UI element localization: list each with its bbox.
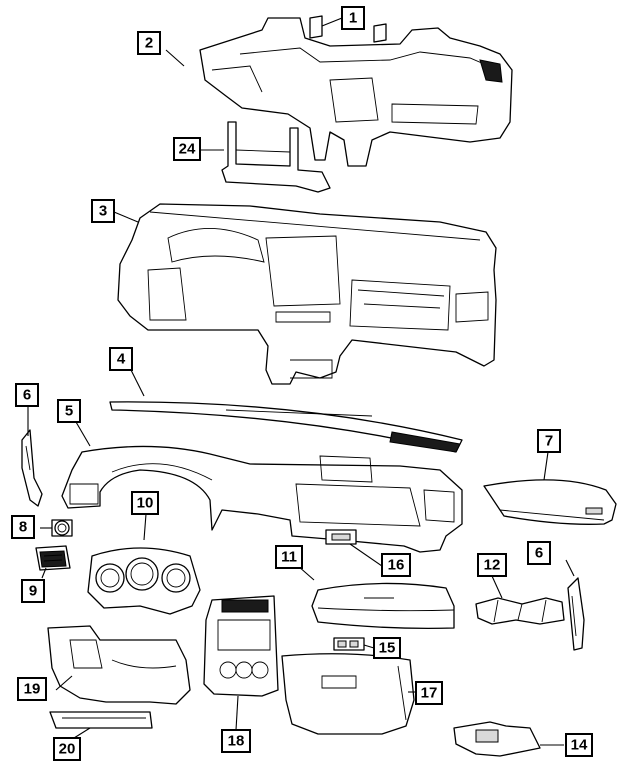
callout-6-right-label: 6	[535, 545, 543, 562]
callout-3: 3	[91, 199, 115, 223]
callout-20: 20	[53, 737, 81, 761]
callout-5: 5	[57, 399, 81, 423]
callout-18-label: 18	[228, 733, 245, 750]
callout-15-label: 15	[379, 640, 396, 657]
callout-9: 9	[21, 579, 45, 603]
callout-10: 10	[131, 491, 159, 515]
right-end-cap	[567, 577, 585, 651]
callout-8: 8	[11, 515, 35, 539]
callout-11-label: 11	[281, 549, 297, 566]
callout-17: 17	[415, 681, 443, 705]
callout-16-label: 16	[388, 557, 405, 574]
callout-6-left-label: 6	[23, 387, 31, 404]
callout-19: 19	[17, 677, 47, 701]
callout-2-label: 2	[145, 35, 153, 52]
mounting-bracket	[453, 721, 541, 757]
callout-12: 12	[477, 553, 507, 577]
callout-5-label: 5	[65, 403, 73, 420]
callout-20-label: 20	[59, 741, 76, 758]
instrument-panel	[61, 445, 463, 553]
passenger-trim-bezel	[483, 479, 617, 525]
callout-17-label: 17	[421, 685, 438, 702]
glove-box-lid	[311, 582, 455, 630]
switch-assembly	[333, 637, 365, 651]
callout-16: 16	[381, 553, 411, 577]
callout-18: 18	[221, 729, 251, 753]
headlamp-switch-knob	[51, 519, 73, 537]
callout-6-right: 6	[527, 541, 551, 565]
callout-7-label: 7	[545, 433, 553, 450]
cross-car-beam	[199, 15, 513, 167]
callout-6-left: 6	[15, 383, 39, 407]
outlet-vent	[35, 545, 71, 571]
dash-top-pad	[109, 401, 463, 453]
callout-15: 15	[373, 637, 401, 659]
callout-1: 1	[341, 6, 365, 30]
callout-10-label: 10	[137, 495, 154, 512]
leader-lines	[27, 17, 575, 746]
callout-3-label: 3	[99, 203, 107, 220]
callout-19-label: 19	[24, 681, 41, 698]
instrument-panel-carrier	[117, 203, 497, 385]
callout-14-label: 14	[571, 737, 588, 754]
lower-steering-cover	[47, 625, 191, 705]
callout-14: 14	[565, 733, 593, 757]
trim-insert	[475, 597, 565, 625]
callout-4: 4	[109, 347, 133, 371]
center-stack-bezel	[203, 595, 279, 697]
glove-box-bin	[281, 653, 415, 735]
instrument-cluster	[87, 547, 201, 615]
callout-2: 2	[137, 31, 161, 55]
left-end-cap	[21, 429, 43, 507]
callout-4-label: 4	[117, 351, 126, 368]
callout-8-label: 8	[19, 519, 27, 536]
callout-9-label: 9	[29, 583, 37, 600]
callout-7: 7	[537, 429, 561, 453]
callout-24: 24	[173, 137, 201, 161]
callout-1-label: 1	[349, 10, 357, 27]
callout-24-label: 24	[179, 141, 196, 158]
center-support-bracket	[221, 121, 331, 193]
knee-bolster-panel	[49, 711, 153, 729]
callout-12-label: 12	[484, 557, 501, 574]
glove-box-latch	[325, 529, 357, 545]
callout-11: 11	[275, 545, 303, 569]
